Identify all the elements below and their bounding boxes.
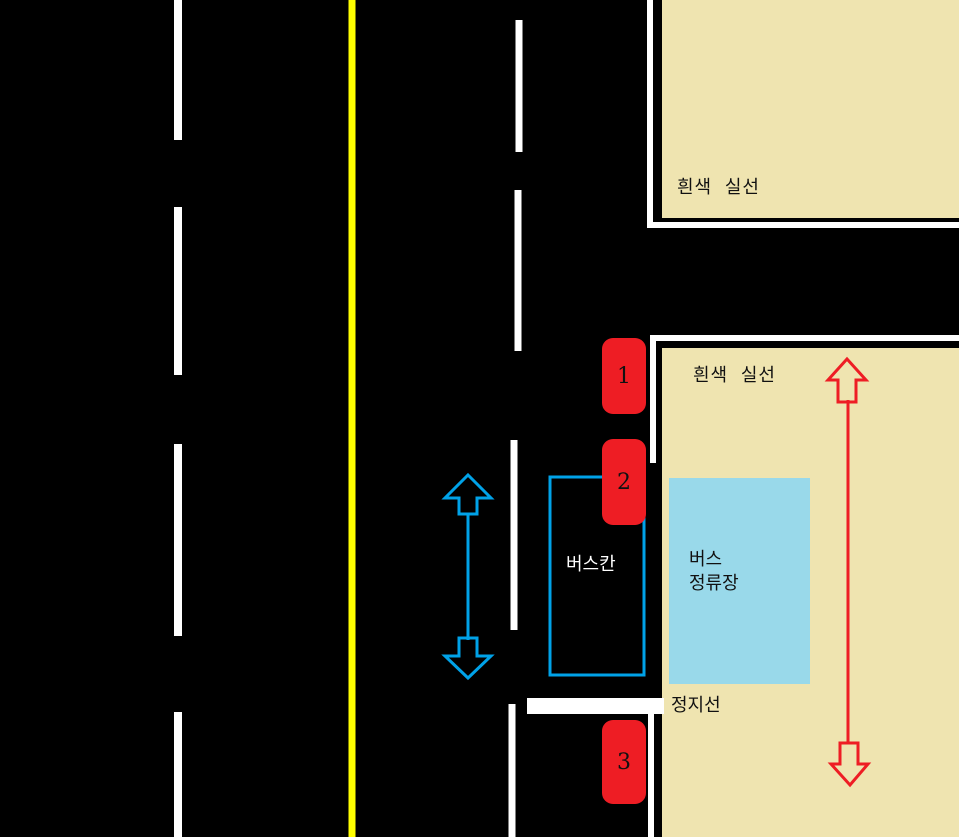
white-line-label-mid: 흰색 실선 [693,365,776,386]
stop-line-label: 정지선 [671,695,721,716]
double-headed-arrow-red-icon [824,356,872,788]
bus-stop-area [669,478,810,684]
sidewalk-top [662,0,959,218]
stop-line [527,698,664,714]
curb-line-top [647,0,959,228]
double-headed-arrow-blue-icon [441,472,495,681]
bus-bay-label: 버스칸 [566,554,616,575]
bus-stop-label-line2: 정류장 [689,573,739,594]
marker-1: 1 [602,338,646,414]
marker-2: 2 [602,439,646,525]
curb-line-mid [650,335,959,463]
marker-3: 3 [602,720,646,804]
lane-line-dashed-right [508,20,523,837]
bus-stop-label-line1: 버스 [689,549,723,570]
white-line-label-top: 흰색 실선 [677,177,760,198]
bus-bay-outline [548,475,646,677]
